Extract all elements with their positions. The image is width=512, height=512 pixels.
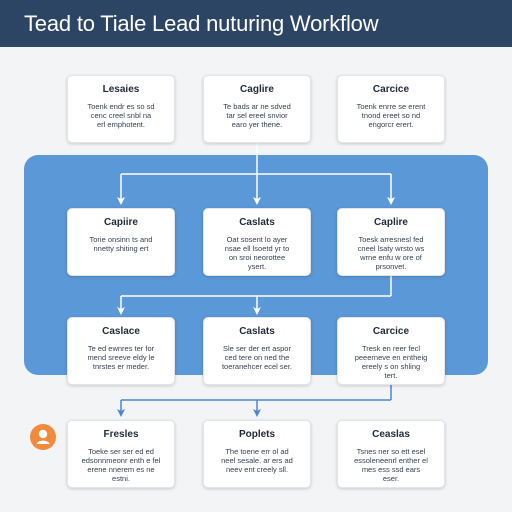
page-title: Tead to Tiale Lead nuturing Workflow: [24, 10, 379, 36]
card-title: Caslace: [102, 326, 140, 337]
card-title: Poplets: [238, 429, 276, 440]
user-avatar[interactable]: [30, 424, 56, 450]
card-title: Lesaies: [102, 84, 140, 95]
card-title: Caplire: [374, 217, 408, 228]
card-title: Caslats: [239, 326, 275, 337]
card-title: Carcice: [372, 326, 410, 337]
card-title: Fresles: [103, 429, 139, 440]
user-icon: [36, 429, 50, 444]
card-title: Caglire: [240, 84, 274, 95]
card-title: Ceaslas: [372, 429, 410, 440]
card-title: Capiire: [104, 217, 138, 228]
card-title: Carcice: [372, 84, 410, 95]
card-title: Caslats: [239, 217, 275, 228]
page-header: Tead to Tiale Lead nuturing Workflow: [0, 0, 512, 47]
